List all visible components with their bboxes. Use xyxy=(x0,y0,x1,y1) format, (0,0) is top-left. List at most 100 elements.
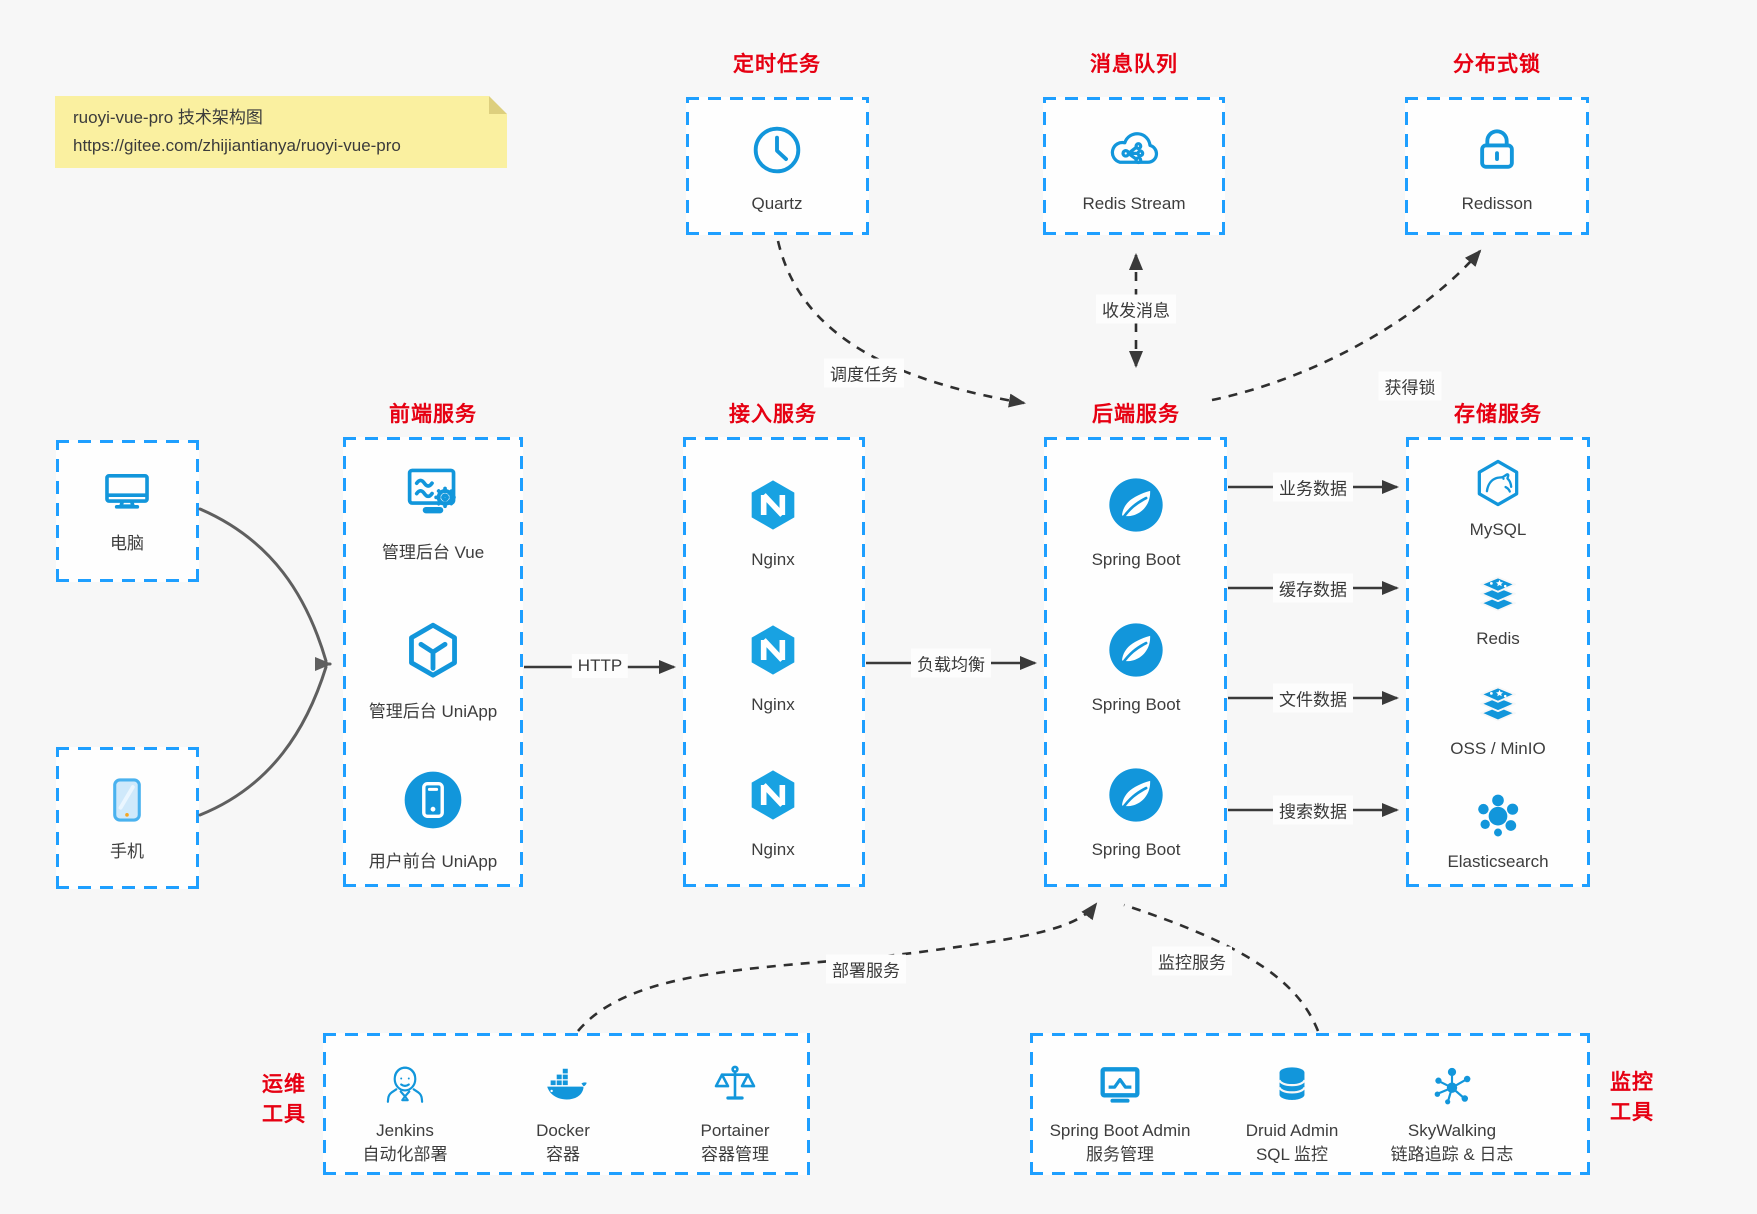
node-admin-uniapp: 管理后台 UniApp xyxy=(338,616,528,722)
oss-minio-icon xyxy=(1470,674,1526,730)
node-redis: Redis xyxy=(1403,564,1593,649)
group-box-distlock xyxy=(1405,97,1589,235)
spring-boot-icon xyxy=(1104,618,1168,682)
jenkins-icon xyxy=(379,1059,431,1111)
edge-label-schedule-task: 调度任务 xyxy=(824,358,904,388)
phone-icon xyxy=(96,769,158,831)
node-label: MySQL xyxy=(1469,520,1527,539)
spring-boot-icon xyxy=(1104,473,1168,537)
spring-boot-admin-icon xyxy=(1094,1059,1146,1111)
node-mobile: 手机 xyxy=(32,769,222,862)
group-title-mq: 消息队列 xyxy=(1090,53,1178,76)
group-box-mq xyxy=(1043,97,1225,235)
elasticsearch-icon xyxy=(1470,787,1526,843)
redis-icon xyxy=(1470,564,1526,620)
edge-label-monitor-service: 监控服务 xyxy=(1152,946,1232,976)
node-label: Portainer 容器管理 xyxy=(700,1121,770,1164)
admin-vue-icon xyxy=(399,457,467,525)
node-label: Spring Boot Admin 服务管理 xyxy=(1049,1121,1191,1164)
node-label: Nginx xyxy=(751,840,795,859)
uniapp-cube-icon xyxy=(399,616,467,684)
cloud-stream-icon xyxy=(1103,119,1165,181)
group-title-frontend: 前端服务 xyxy=(389,403,477,426)
group-box-monitoring-tools xyxy=(1030,1033,1590,1175)
node-label: Redis Stream xyxy=(1082,194,1186,213)
node-label: Redis xyxy=(1476,629,1520,648)
node-spring-boot-admin: Spring Boot Admin 服务管理 xyxy=(1025,1059,1215,1167)
node-label: SkyWalking 链路追踪 & 日志 xyxy=(1390,1121,1514,1164)
node-docker: Docker 容器 xyxy=(468,1059,658,1167)
edge-label-business-data: 业务数据 xyxy=(1273,472,1353,502)
docker-icon xyxy=(537,1059,589,1111)
node-nginx-3: Nginx xyxy=(678,763,868,860)
group-title-access: 接入服务 xyxy=(729,403,817,426)
group-title-storage: 存储服务 xyxy=(1454,403,1542,426)
portainer-icon xyxy=(709,1059,761,1111)
node-label: 管理后台 UniApp xyxy=(368,702,498,721)
node-admin-vue: 管理后台 Vue xyxy=(338,457,528,563)
skywalking-icon xyxy=(1426,1059,1478,1111)
edge-label-http: HTTP xyxy=(571,654,629,678)
ops-tools-title: 运维 工具 xyxy=(262,1073,306,1126)
edge-label-acquire-lock: 获得锁 xyxy=(1378,371,1442,401)
node-quartz: Quartz xyxy=(682,119,872,214)
node-redisson: Redisson xyxy=(1402,119,1592,214)
nginx-icon xyxy=(741,763,805,827)
note-title: ruoyi-vue-pro 技术架构图 xyxy=(73,108,263,127)
group-title-scheduled: 定时任务 xyxy=(733,53,821,76)
lock-icon xyxy=(1466,119,1528,181)
node-spring-boot-1: Spring Boot xyxy=(1041,473,1231,570)
node-redis-stream: Redis Stream xyxy=(1039,119,1229,214)
nginx-icon xyxy=(741,473,805,537)
user-app-icon xyxy=(399,766,467,834)
node-label: Redisson xyxy=(1461,194,1533,213)
group-title-distlock: 分布式锁 xyxy=(1453,53,1541,76)
sticky-note: ruoyi-vue-pro 技术架构图 https://gitee.com/zh… xyxy=(55,96,507,168)
node-pc: 电脑 xyxy=(32,461,222,554)
node-nginx-2: Nginx xyxy=(678,618,868,715)
node-nginx-1: Nginx xyxy=(678,473,868,570)
node-label: Nginx xyxy=(751,550,795,569)
node-jenkins: Jenkins 自动化部署 xyxy=(310,1059,500,1167)
druid-icon xyxy=(1266,1059,1318,1111)
group-box-ops-tools xyxy=(323,1033,810,1175)
node-mysql: MySQL xyxy=(1403,455,1593,540)
node-label: Druid Admin SQL 监控 xyxy=(1245,1121,1339,1164)
edge-label-cache-data: 缓存数据 xyxy=(1273,573,1353,603)
edge-label-send-receive-msg: 收发消息 xyxy=(1096,294,1176,324)
node-label: 电脑 xyxy=(110,534,144,553)
node-label: Spring Boot xyxy=(1091,695,1181,714)
edge-label-search-data: 搜索数据 xyxy=(1273,795,1353,825)
monitoring-tools-title: 监控 工具 xyxy=(1610,1071,1654,1124)
group-box-pc-client xyxy=(56,440,199,582)
node-label: 用户前台 UniApp xyxy=(368,852,498,871)
node-label: Quartz xyxy=(751,194,803,213)
spring-boot-icon xyxy=(1104,763,1168,827)
node-label: 管理后台 Vue xyxy=(381,543,485,562)
node-skywalking: SkyWalking 链路追踪 & 日志 xyxy=(1357,1059,1547,1167)
edge-label-deploy-service: 部署服务 xyxy=(826,954,906,984)
desktop-icon xyxy=(96,461,158,523)
node-label: Jenkins 自动化部署 xyxy=(362,1121,448,1164)
node-label: Spring Boot xyxy=(1091,840,1181,859)
nginx-icon xyxy=(741,618,805,682)
edge-label-load-balance: 负载均衡 xyxy=(911,648,991,678)
note-url: https://gitee.com/zhijiantianya/ruoyi-vu… xyxy=(73,136,401,155)
clock-icon xyxy=(746,119,808,181)
node-label: Docker 容器 xyxy=(536,1121,590,1164)
node-label: OSS / MinIO xyxy=(1450,739,1546,758)
group-title-backend: 后端服务 xyxy=(1092,403,1180,426)
group-box-scheduled xyxy=(686,97,869,235)
node-oss-minio: OSS / MinIO xyxy=(1403,674,1593,759)
node-user-uniapp: 用户前台 UniApp xyxy=(338,766,528,872)
node-spring-boot-2: Spring Boot xyxy=(1041,618,1231,715)
node-portainer: Portainer 容器管理 xyxy=(640,1059,830,1167)
node-label: Spring Boot xyxy=(1091,550,1181,569)
node-label: Elasticsearch xyxy=(1447,852,1549,871)
node-elasticsearch: Elasticsearch xyxy=(1403,787,1593,872)
node-label: 手机 xyxy=(110,842,144,861)
node-label: Nginx xyxy=(751,695,795,714)
node-druid-admin: Druid Admin SQL 监控 xyxy=(1197,1059,1387,1167)
edge-label-file-data: 文件数据 xyxy=(1273,683,1353,713)
